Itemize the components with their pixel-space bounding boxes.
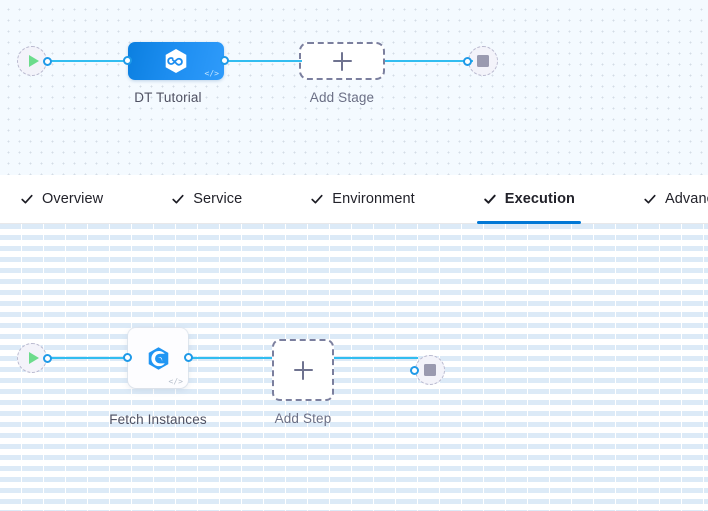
tab-advanced[interactable]: Advanced xyxy=(637,175,708,223)
tab-execution-label: Execution xyxy=(504,191,575,207)
stop-square-icon xyxy=(477,55,489,67)
stage-node-label: DT Tutorial xyxy=(134,90,202,105)
add-stage-node[interactable] xyxy=(299,42,385,80)
add-step-label: Add Step xyxy=(274,411,332,426)
stage-config-tab-bar[interactable]: Overview Service Environment Execution A xyxy=(0,175,708,224)
check-icon xyxy=(21,194,33,204)
step-node-input-port[interactable] xyxy=(123,353,132,362)
step-link-fetch-to-add xyxy=(188,357,272,359)
stage-link-add-to-end xyxy=(385,60,473,62)
step-node-output-port[interactable] xyxy=(184,353,193,362)
harness-cd-hexagon-icon xyxy=(165,49,187,73)
add-step-node[interactable] xyxy=(272,339,334,401)
step-end-input-port[interactable] xyxy=(410,366,419,375)
stage-link-dt-tutorial-to-add xyxy=(224,60,302,62)
stage-link-start-to-dt-tutorial xyxy=(50,60,130,62)
plus-icon xyxy=(332,51,352,71)
check-icon xyxy=(484,194,496,204)
tab-service-label: Service xyxy=(193,191,243,207)
check-icon xyxy=(172,194,184,204)
code-angle-brackets-icon: </> xyxy=(168,377,183,386)
step-start-circle[interactable] xyxy=(17,343,47,373)
check-icon xyxy=(644,194,656,204)
step-node-label: Fetch Instances xyxy=(109,412,207,427)
tab-execution[interactable]: Execution xyxy=(476,175,582,224)
add-step-button[interactable] xyxy=(272,339,334,401)
add-stage-button[interactable] xyxy=(299,42,385,80)
stage-start-output-port[interactable] xyxy=(43,57,52,66)
stage-start-circle[interactable] xyxy=(17,46,47,76)
pipeline-stage-canvas[interactable]: </> DT Tutorial Add Stage xyxy=(0,0,708,175)
tab-environment[interactable]: Environment xyxy=(304,175,421,223)
tab-environment-label: Environment xyxy=(332,191,415,207)
stage-card[interactable]: </> xyxy=(128,42,224,80)
stage-end-node[interactable] xyxy=(463,46,498,76)
step-link-start-to-fetch xyxy=(50,357,132,359)
stage-start-node[interactable] xyxy=(17,46,52,76)
stage-node-input-port[interactable] xyxy=(123,56,132,65)
play-icon xyxy=(28,55,39,67)
step-end-node[interactable] xyxy=(410,355,445,385)
tab-overview[interactable]: Overview xyxy=(14,175,109,223)
step-end-circle[interactable] xyxy=(415,355,445,385)
check-icon xyxy=(311,194,323,204)
stop-square-icon xyxy=(424,364,436,376)
step-node-fetch-instances[interactable]: </> xyxy=(123,328,193,388)
step-link-add-to-end xyxy=(334,357,418,359)
plus-icon xyxy=(293,360,313,380)
play-icon xyxy=(28,352,39,364)
execution-steps-canvas[interactable]: </> Fetch Instances Add Step xyxy=(0,224,708,511)
tab-overview-label: Overview xyxy=(42,191,104,207)
tab-service[interactable]: Service xyxy=(165,175,248,223)
spot-elastigroup-hexagon-icon xyxy=(148,346,168,370)
stage-end-circle[interactable] xyxy=(468,46,498,76)
add-stage-label: Add Stage xyxy=(309,90,375,105)
step-card[interactable]: </> xyxy=(128,328,188,388)
tab-advanced-label: Advanced xyxy=(665,191,708,207)
step-start-output-port[interactable] xyxy=(43,354,52,363)
stage-node-dt-tutorial[interactable]: </> xyxy=(123,42,229,80)
stage-end-input-port[interactable] xyxy=(463,57,472,66)
code-angle-brackets-icon: </> xyxy=(204,69,219,78)
stage-node-output-port[interactable] xyxy=(220,56,229,65)
step-start-node[interactable] xyxy=(17,343,52,373)
